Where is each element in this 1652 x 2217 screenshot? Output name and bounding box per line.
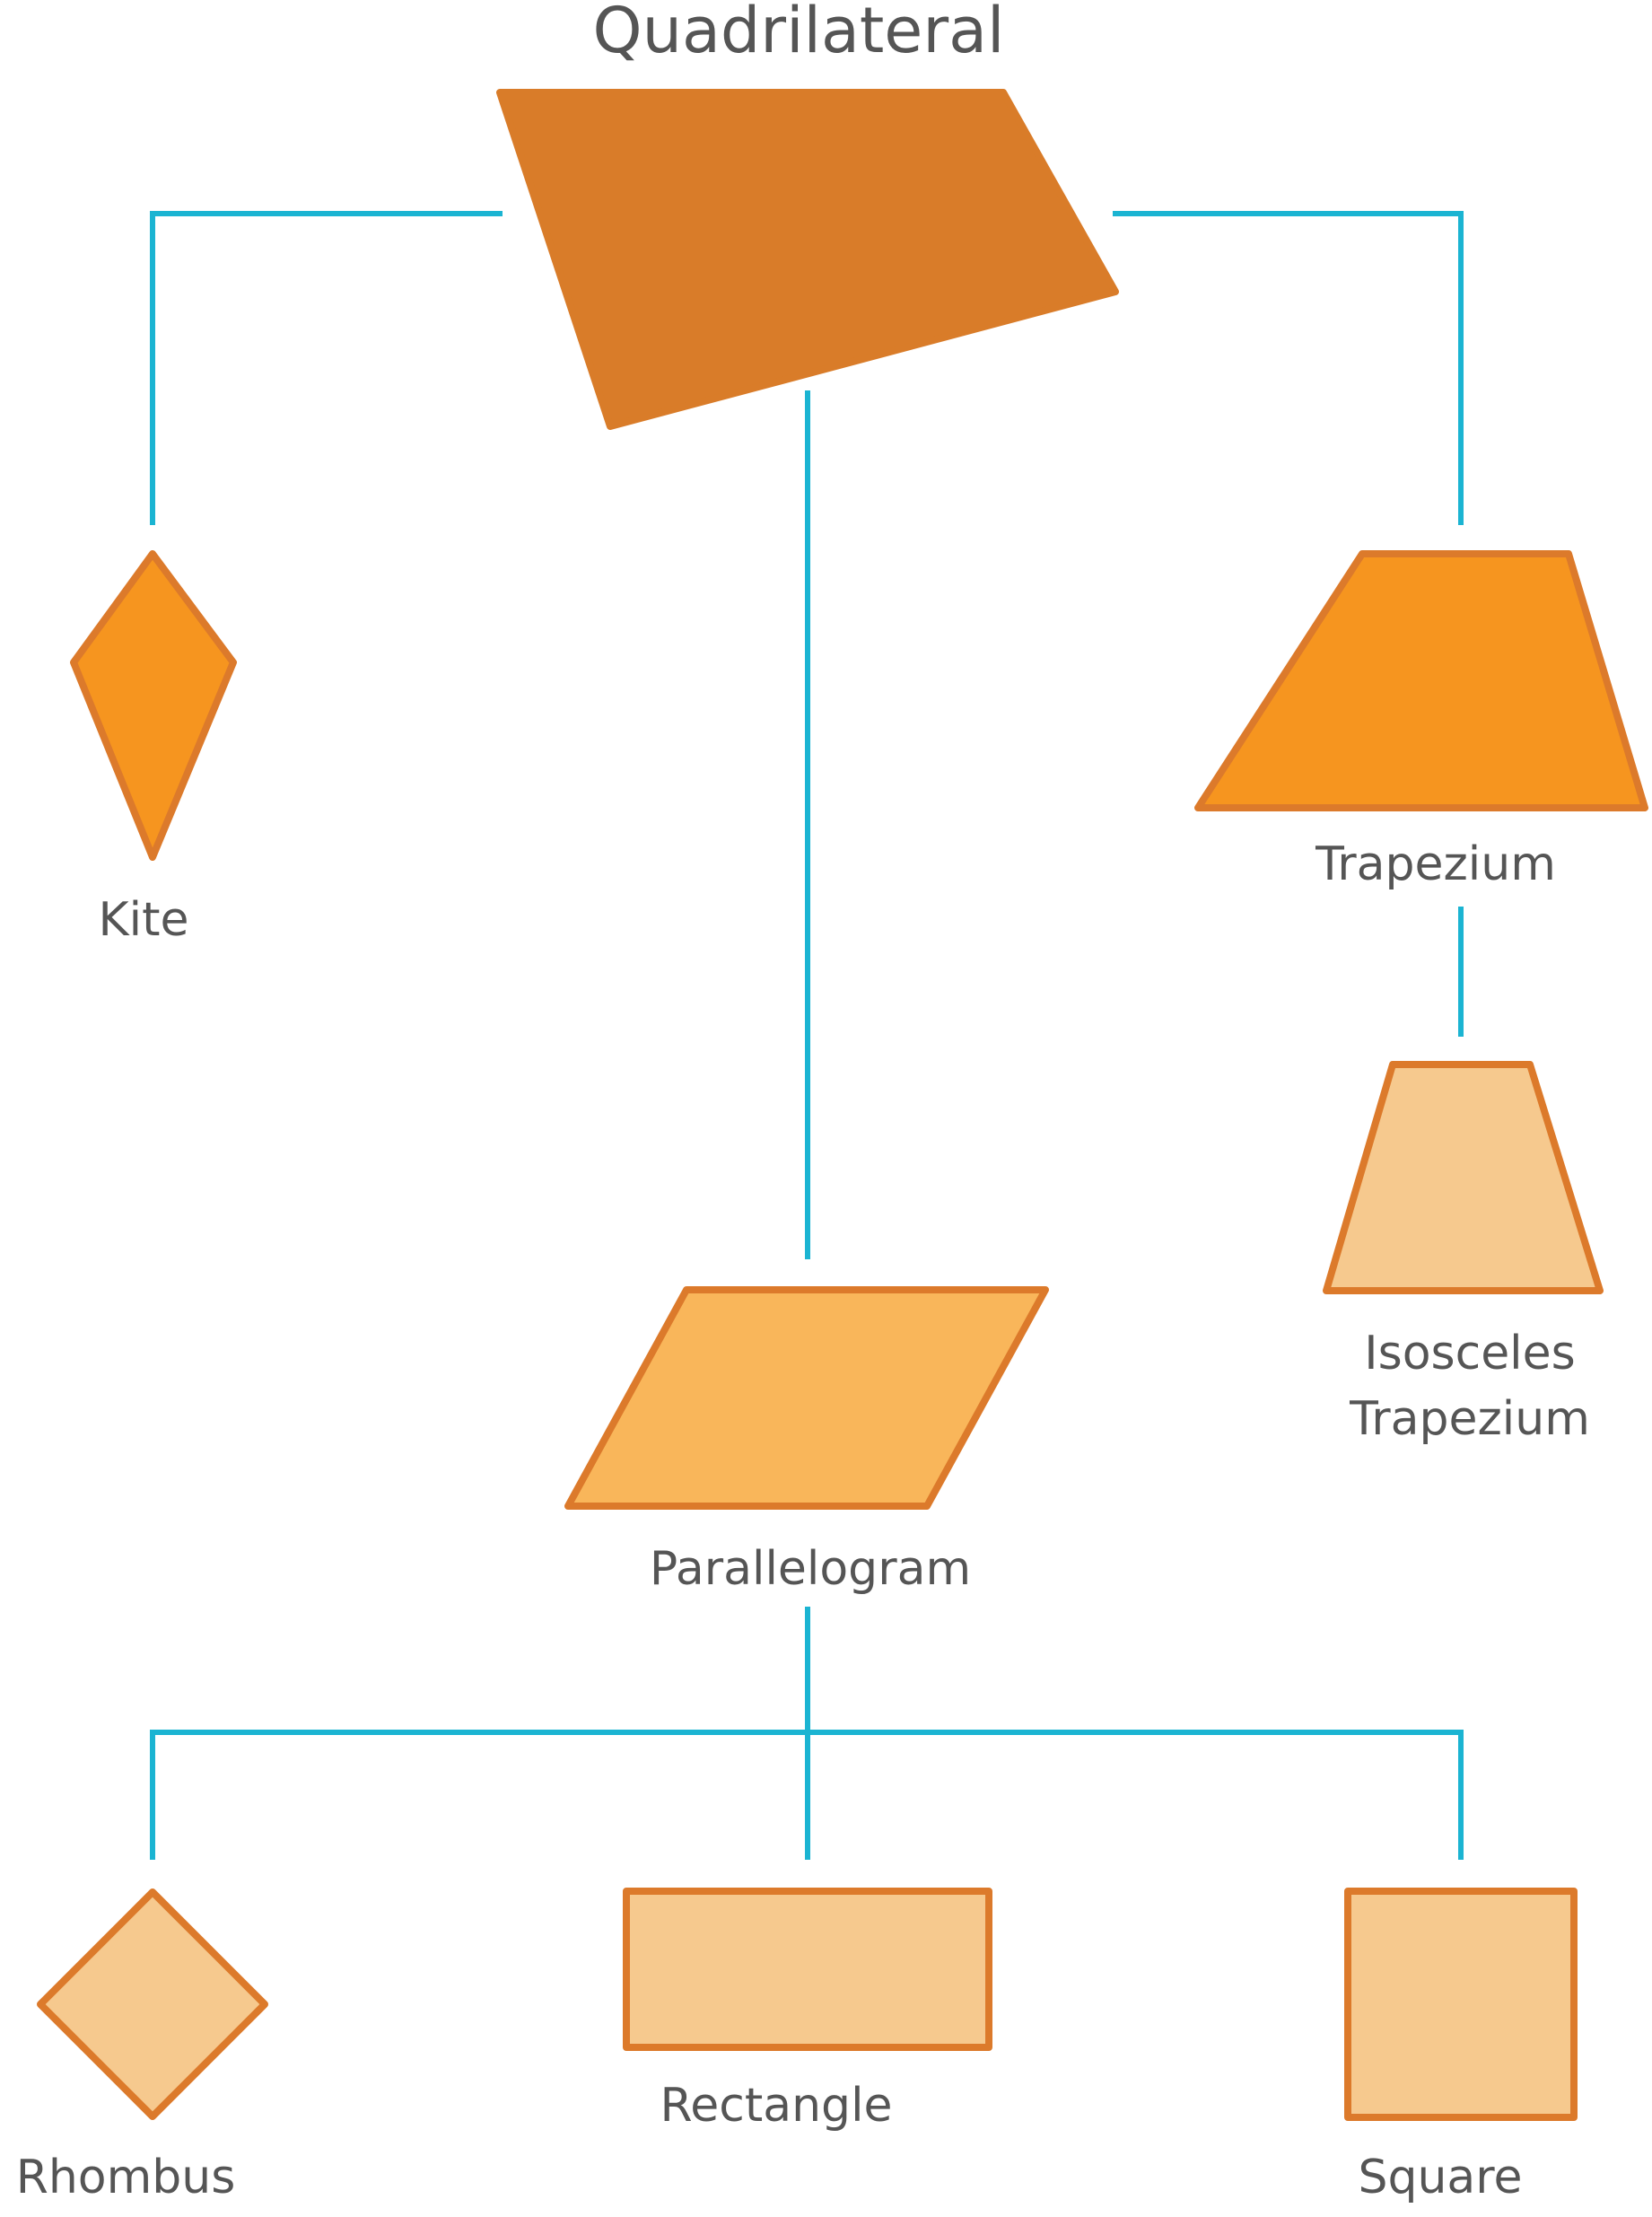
square-shape: [1344, 1888, 1578, 2121]
rhombus-shape: [37, 1888, 268, 2120]
isosceles-trapezium-label-line2: Trapezium: [1349, 1392, 1590, 1446]
connector-root-to-trapezium: [1113, 211, 1464, 525]
connectors: [150, 211, 1464, 1860]
trapezium-shape: [1194, 550, 1648, 811]
connector-root-to-kite: [150, 211, 503, 525]
square-label: Square: [1358, 2151, 1522, 2204]
quadrilateral-title: Quadrilateral: [593, 0, 1005, 67]
kite-shape: [70, 550, 237, 861]
quadrilateral-shape: [496, 89, 1119, 430]
parallelogram-shape: [564, 1286, 1049, 1510]
rhombus-label: Rhombus: [16, 2151, 236, 2204]
rectangle-label: Rectangle: [660, 2079, 892, 2133]
parallelogram-label: Parallelogram: [650, 1542, 971, 1596]
trapezium-label: Trapezium: [1315, 837, 1556, 891]
rectangle-shape: [623, 1888, 992, 2051]
kite-label: Kite: [99, 893, 189, 947]
isosceles-trapezium-label-line1: Isosceles: [1364, 1327, 1575, 1380]
isosceles-trapezium-shape: [1323, 1061, 1604, 1294]
